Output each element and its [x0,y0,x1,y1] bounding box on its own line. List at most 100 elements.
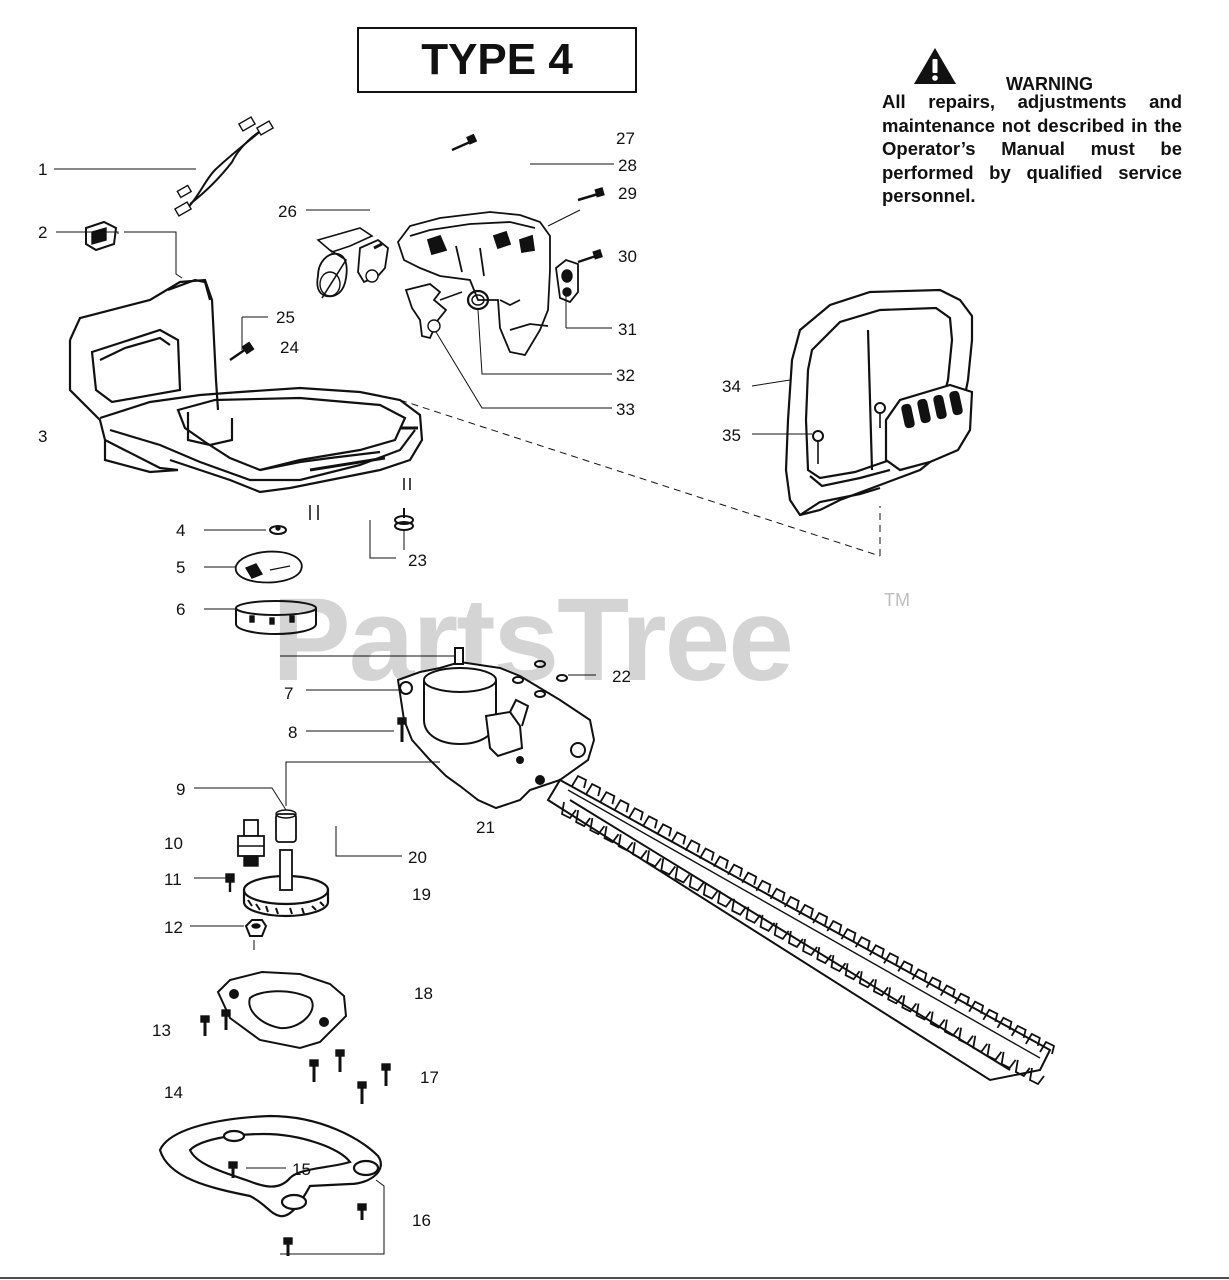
leader-lines [54,163,881,1255]
part-24-button [316,252,348,298]
blade-tooth-upper [1025,1032,1041,1047]
part-14-base-guard [158,1114,382,1218]
callout-16: 16 [412,1211,431,1230]
part-2-switch [85,220,118,252]
blade-tooth-lower [603,826,620,844]
blade-tooth-upper [684,839,701,853]
part-33-trigger [404,283,463,340]
callout-5: 5 [176,558,185,577]
callout-3: 3 [38,427,47,446]
blade-tooth-lower [575,809,591,828]
part-35-screws [812,402,886,464]
callout-15: 15 [292,1160,311,1179]
blade-tooth-upper [812,911,829,926]
warning-text: All repairs, adjustments and maintenance… [882,91,1182,206]
blade-tooth-upper [741,871,758,885]
blade-tooth-upper [656,823,673,837]
blade-tooth-lower [972,1035,988,1053]
blade-tooth-lower [958,1027,974,1045]
blade-tooth-lower [986,1043,1003,1061]
blade-tooth-lower [844,963,861,981]
blade-tooth-upper [585,782,602,797]
part-15-screw [228,1161,238,1178]
callout-33: 33 [616,400,635,419]
blade-tooth-lower [589,817,606,836]
blade-tooth-lower [858,971,875,989]
callout-34: 34 [722,377,741,396]
part-9-bushing [275,809,297,843]
blade-tooth-lower [688,874,705,892]
part-8-screw [397,717,407,742]
blade-tooth-upper [925,976,942,990]
part-12-nut [244,919,268,937]
part-13-screws [200,1009,231,1036]
blade-tooth-upper [911,968,928,982]
callout-30: 30 [618,247,637,266]
blade-tooth-lower [773,922,790,941]
callout-19: 19 [412,885,431,904]
blade-tooth-lower [702,882,719,900]
callout-24: 24 [280,338,299,357]
blade-tooth-upper [670,831,687,845]
callout-10: 10 [164,834,183,853]
part-16-screws [283,1203,367,1256]
blade-tooth-lower [1014,1059,1031,1078]
blade-tooth-upper [627,807,644,821]
callout-28: 28 [618,156,637,175]
part-21-blade-assembly [546,778,1052,1082]
blade-tooth-lower [759,914,776,932]
part-26-trigger-lever [316,227,389,299]
part-32-spring [466,289,490,311]
blade-tooth-upper [769,887,786,902]
blade-tooth-upper [599,790,616,805]
part-10-crank [237,819,265,867]
part-29-screw [577,187,605,202]
type-label: TYPE 4 [421,35,573,84]
warning-title: WARNING [1006,74,1093,94]
partstree-watermark: PartsTree [272,574,794,706]
callout-21: 21 [476,818,495,837]
callout-26: 26 [278,202,297,221]
part-34-hand-guard [784,288,974,517]
blade-tooth-upper [996,1016,1013,1031]
blade-tooth-lower [929,1011,946,1029]
part-19-gear [242,849,330,918]
blade-tooth-lower [915,1003,932,1021]
callout-1: 1 [38,160,47,179]
part-3-rear-handle [68,278,424,520]
blade-tooth-upper [713,855,729,869]
blade-tooth-lower [816,946,832,965]
blade-tooth-lower [830,955,847,973]
blade-tooth-lower [617,834,634,852]
callout-32: 32 [616,366,635,385]
blade-teeth [561,774,1056,1086]
blade-tooth-lower [787,930,804,949]
part-31-lock-button [555,258,579,304]
blade-tooth-upper [939,984,956,998]
blade-tooth-upper [642,815,658,829]
blade-tooth-lower [646,850,662,868]
type-label-box: TYPE 4 [357,27,637,93]
blade-tooth-lower [943,1019,960,1037]
blade-tooth-lower [802,938,818,957]
blade-tooth-lower [660,858,676,876]
part-11-screw [225,873,235,892]
part-4-washer [269,525,287,535]
warning-triangle-icon [914,48,956,84]
callout-13: 13 [152,1021,171,1040]
blade-tooth-lower [631,842,648,860]
blade-tooth-upper [783,895,800,910]
callout-14: 14 [164,1083,183,1102]
blade-tooth-upper [854,936,871,950]
callout-12: 12 [164,918,183,937]
blade-tooth-upper [755,879,772,894]
blade-tooth-upper [982,1008,999,1022]
blade-tooth-upper [883,952,900,966]
part-1-wire-harness [173,116,275,217]
part-30-screw [577,249,603,264]
blade-tooth-lower [717,890,733,908]
callout-6: 6 [176,600,185,619]
callout-20: 20 [408,848,427,867]
blade-tooth-upper [968,1000,985,1014]
callout-11: 11 [164,870,182,889]
